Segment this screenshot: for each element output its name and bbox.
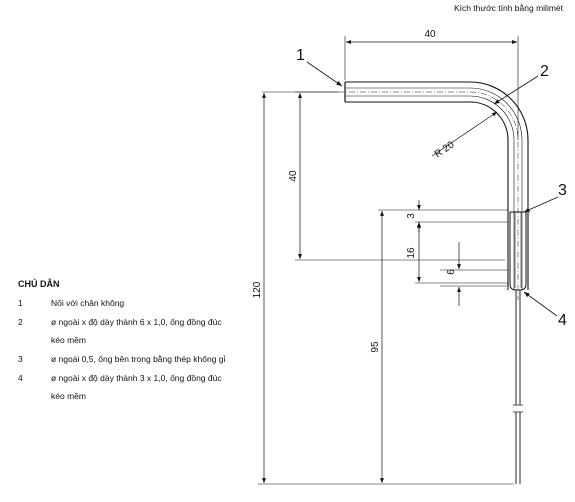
tube-outer-edge: [345, 81, 529, 290]
legend-item-number: 4: [18, 373, 23, 383]
tube-inner-edge: [345, 101, 509, 290]
tube-bore-line-2: [345, 95, 515, 290]
legend: CHÚ DẪN 1 Nối với chân không 2 ø ngoài x…: [18, 276, 256, 406]
legend-item-text: ø ngoài x độ dày thành 6 x 1,0, ống đồng…: [51, 317, 222, 345]
dim-gap-6-label: 6: [446, 269, 457, 275]
legend-item: 2 ø ngoài x độ dày thành 6 x 1,0, ống đồ…: [18, 313, 256, 349]
callout-3-leader: [523, 196, 559, 213]
tube-bore-line-1: [345, 87, 523, 290]
dim-total-height-label: 120: [252, 281, 263, 298]
legend-item-number: 1: [18, 298, 23, 308]
inner-tube: [509, 211, 527, 484]
callout-3-label: 3: [558, 182, 567, 199]
legend-item-text: ø ngoài 0,5, ống bên trong bằng thép khô…: [51, 354, 226, 364]
dim-radius-line: [431, 111, 498, 157]
callout-4-label: 4: [558, 312, 567, 329]
legend-item: 4 ø ngoài x độ dày thành 3 x 1,0, ống đồ…: [18, 369, 256, 405]
dim-radius-label: R 20: [433, 139, 457, 160]
legend-item: 1 Nối với chân không: [18, 294, 256, 312]
callout-4-leader: [523, 291, 558, 317]
dimension-labels: 40 40 120 95 3 16 6 R 20: [252, 29, 457, 353]
callout-2-leader: [493, 75, 539, 105]
dimension-lines: [262, 40, 517, 483]
legend-item-text: Nối với chân không: [51, 298, 125, 308]
legend-item-number: 3: [18, 354, 23, 364]
outer-tube: [338, 81, 529, 300]
callouts: 1 2 3 4: [296, 47, 567, 329]
dim-gap-3-label: 3: [406, 213, 417, 219]
dim-height-bend-label: 40: [288, 170, 299, 182]
callout-1-label: 1: [296, 47, 305, 64]
legend-title: CHÚ DẪN: [18, 279, 60, 289]
legend-item-number: 2: [18, 317, 23, 327]
dim-gap-16-label: 16: [406, 247, 417, 259]
legend-item: 3 ø ngoài 0,5, ống bên trong bằng thép k…: [18, 350, 256, 368]
dim-lower-height-label: 95: [370, 341, 381, 353]
callout-1-leader: [306, 61, 343, 87]
extension-lines: [258, 36, 519, 485]
dim-width-top-label: 40: [424, 29, 436, 40]
units-note: Kích thước tính bằng milimét: [453, 3, 563, 13]
legend-item-text: ø ngoài x độ dày thành 3 x 1,0, ống đồng…: [51, 373, 222, 401]
callout-2-label: 2: [540, 63, 549, 80]
tube-centerline: [338, 91, 519, 300]
